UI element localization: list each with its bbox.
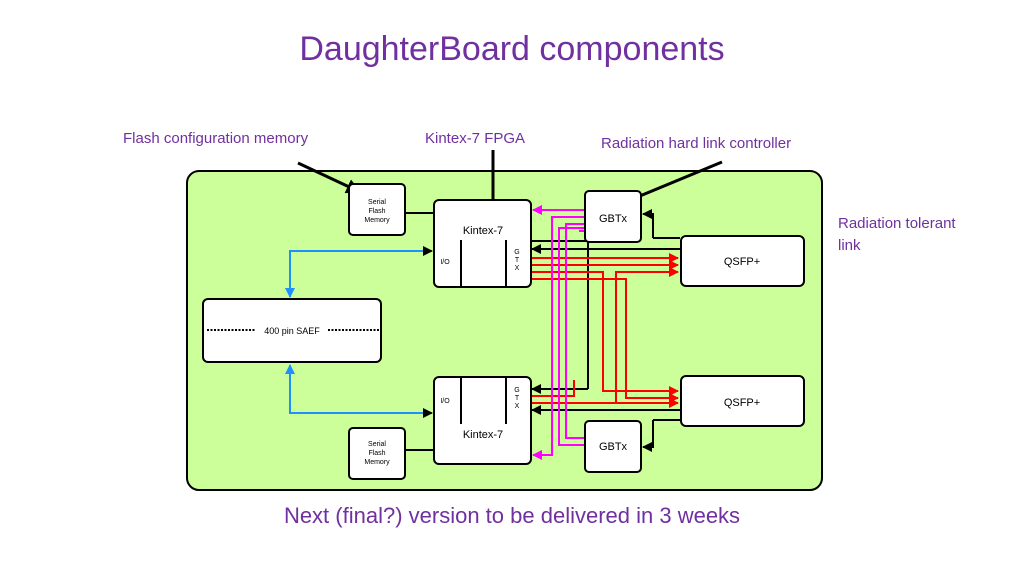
annotation-rad-tolerant-line2: link (838, 237, 861, 254)
kintex-bottom-label: Kintex-7 (463, 429, 503, 441)
kintex-bottom-gtx-t: T (515, 395, 520, 402)
kintex-bottom-gtx-x: X (515, 403, 520, 410)
annotation-rad-hard: Radiation hard link controller (601, 135, 792, 152)
blue-links (285, 246, 433, 418)
kintex-bottom: Kintex-7 I/O G T X (433, 376, 532, 465)
kintex-top-label: Kintex-7 (463, 225, 503, 237)
magenta-links (532, 205, 584, 460)
gbtx-bottom-label: GBTx (599, 441, 628, 453)
footer-note: Next (final?) version to be delivered in… (283, 503, 741, 528)
saef-connector: 400 pin SAEF (202, 298, 382, 363)
saef-label: 400 pin SAEF (264, 326, 320, 336)
annotation-fpga: Kintex-7 FPGA (425, 130, 526, 147)
serial-flash-top-line3: Memory (364, 217, 390, 224)
serial-flash-top: Serial Flash Memory (348, 183, 406, 236)
qsfp-bottom-label: QSFP+ (724, 397, 760, 409)
gbtx-top: GBTx (584, 190, 642, 243)
serial-flash-bottom-line1: Serial (368, 441, 386, 448)
kintex-top-gtx-g: G (514, 249, 519, 256)
kintex-top-gtx-x: X (515, 265, 520, 272)
serial-flash-top-line1: Serial (368, 199, 386, 206)
qsfp-top: QSFP+ (680, 235, 805, 287)
qsfp-bottom: QSFP+ (680, 375, 805, 427)
annotation-rad-tolerant: Radiation tolerant link (838, 213, 956, 257)
kintex-top: Kintex-7 I/O G T X (433, 199, 532, 288)
serial-flash-bottom-line2: Flash (368, 450, 385, 457)
annotation-rad-tolerant-line1: Radiation tolerant (838, 215, 956, 232)
serial-flash-top-line2: Flash (368, 208, 385, 215)
gbtx-bottom: GBTx (584, 420, 642, 473)
annotation-flash: Flash configuration memory (123, 130, 309, 147)
kintex-bottom-gtx-g: G (514, 387, 519, 394)
gbtx-top-label: GBTx (599, 213, 628, 225)
kintex-bottom-io: I/O (440, 398, 450, 405)
page-title: DaughterBoard components (299, 30, 725, 68)
serial-flash-bottom: Serial Flash Memory (348, 427, 406, 480)
serial-flash-bottom-line3: Memory (364, 459, 390, 466)
kintex-top-gtx-t: T (515, 257, 520, 264)
kintex-top-io: I/O (440, 259, 450, 266)
qsfp-top-label: QSFP+ (724, 256, 760, 268)
red-links (532, 253, 679, 408)
